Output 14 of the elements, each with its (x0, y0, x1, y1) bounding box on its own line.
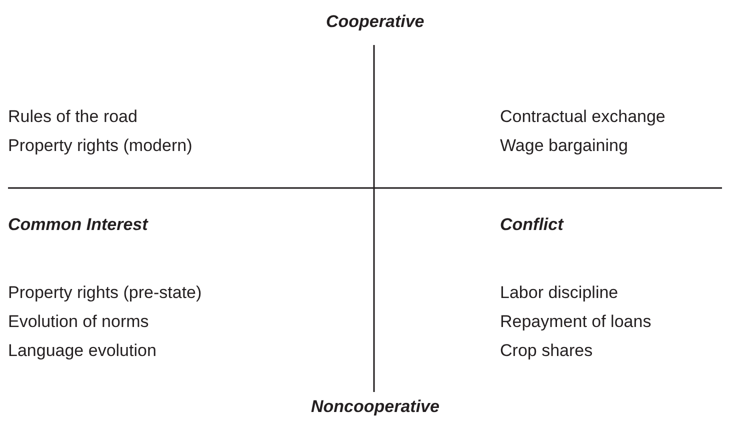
example-text: Evolution of norms (8, 312, 149, 332)
example-text: Rules of the road (8, 107, 138, 127)
example-text: Property rights (modern) (8, 136, 192, 156)
example-text: Wage bargaining (500, 136, 628, 156)
axis-label: Noncooperative (311, 397, 440, 417)
quadrant-heading: Conflict (500, 215, 564, 235)
example-text: Language evolution (8, 341, 156, 361)
example-text: Contractual exchange (500, 107, 666, 127)
quadrant-heading: Common Interest (8, 215, 148, 235)
example-text: Property rights (pre-state) (8, 283, 202, 303)
example-text: Repayment of loans (500, 312, 652, 332)
example-text: Crop shares (500, 341, 593, 361)
axis-label: Cooperative (326, 12, 424, 32)
example-text: Labor discipline (500, 283, 618, 303)
